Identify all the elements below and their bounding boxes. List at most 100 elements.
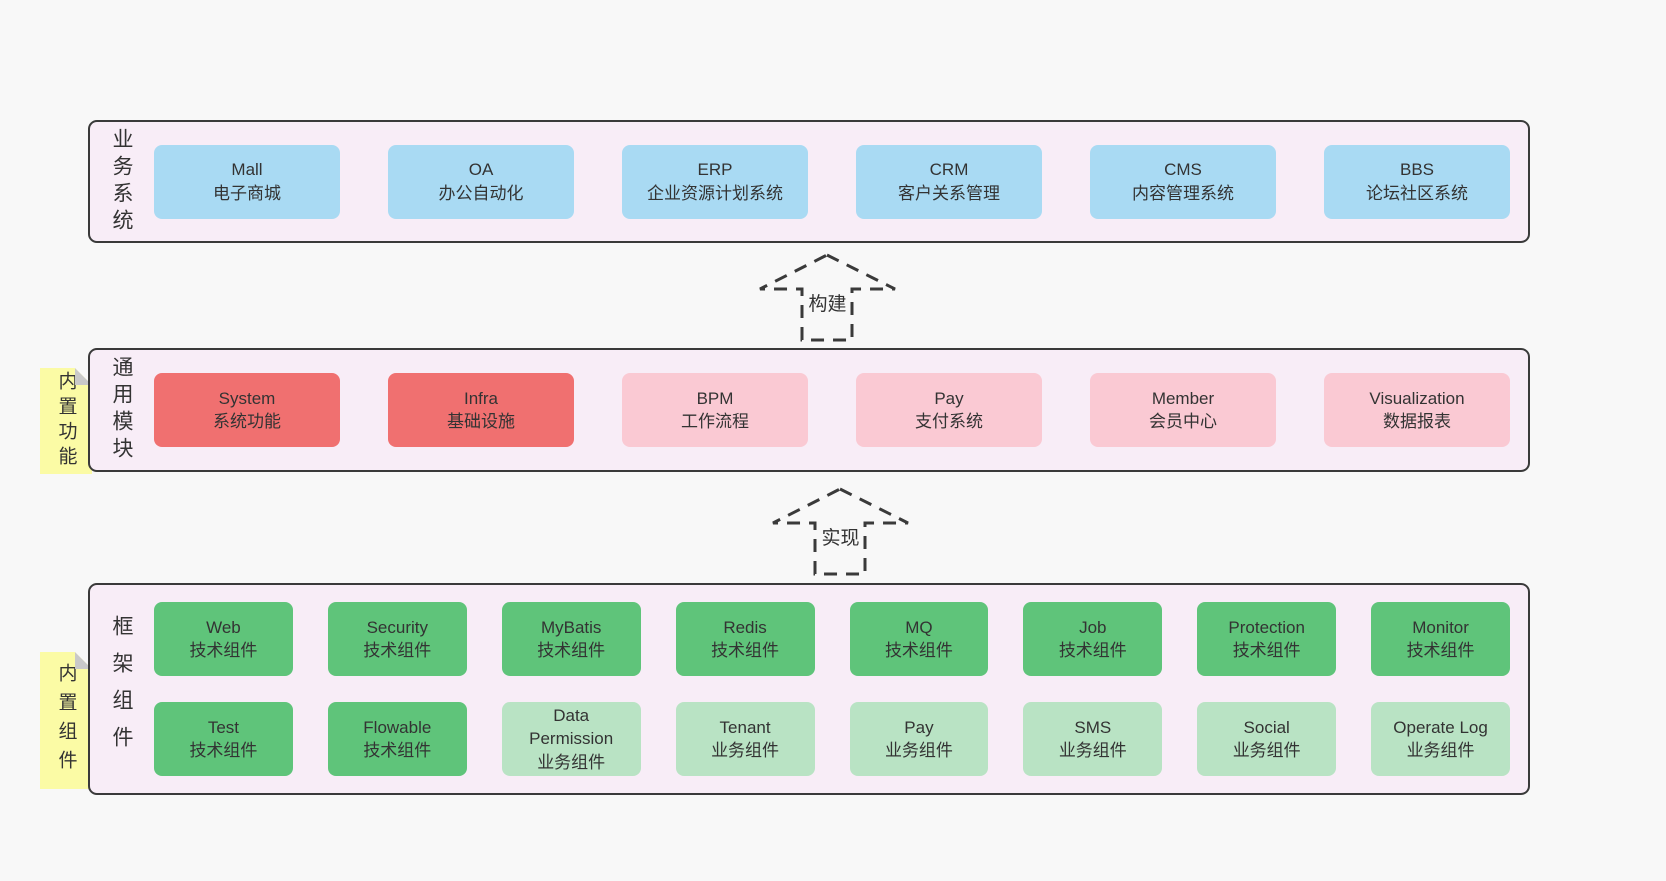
panel-framework-label: 框架组件 <box>110 615 133 763</box>
box-subtitle: 基础设施 <box>447 412 515 431</box>
box-title: Pay <box>904 717 934 737</box>
box-title: BPM <box>696 388 734 408</box>
box-pay-module: Pay 支付系统 <box>856 373 1042 447</box>
box-title: SMS <box>1074 717 1112 737</box>
panel-modules-label: 通用模块 <box>110 356 133 464</box>
box-subtitle: 论坛社区系统 <box>1366 183 1468 203</box>
box-title: Job <box>1079 617 1107 637</box>
box-protection: Protection 技术组件 <box>1197 602 1337 676</box>
box-subtitle: 技术组件 <box>537 641 606 660</box>
box-title: Tenant <box>719 717 771 737</box>
box-subtitle: 技术组件 <box>189 641 258 660</box>
box-title: System <box>218 388 276 408</box>
box-subtitle: 业务组件 <box>1058 741 1127 760</box>
box-title: OA <box>468 160 494 180</box>
box-security: Security 技术组件 <box>327 602 467 676</box>
panel-framework-components: 框架组件 Web 技术组件 Security 技术组件 MyBatis 技术组件… <box>88 583 1530 795</box>
box-web: Web 技术组件 <box>154 602 293 676</box>
box-bpm: BPM 工作流程 <box>622 373 808 447</box>
box-system: System 系统功能 <box>154 373 340 447</box>
box-subtitle: 工作流程 <box>681 412 749 431</box>
box-title: CMS <box>1164 160 1202 180</box>
box-subtitle: 内容管理系统 <box>1132 183 1234 203</box>
box-subtitle: 技术组件 <box>1406 641 1475 660</box>
box-title: Test <box>207 717 240 737</box>
note-text: 内置组件 <box>55 662 77 779</box>
panel-business-systems: 业务系统 Mall 电子商城 OA 办公自动化 ERP 企业资源计划系统 CRM… <box>88 120 1530 243</box>
box-subtitle: 电子商城 <box>213 183 281 203</box>
note-built-in-functions: 内置功能 <box>40 368 92 474</box>
box-title: MQ <box>905 617 933 637</box>
box-subtitle: 业务组件 <box>884 741 953 760</box>
box-redis: Redis 技术组件 <box>675 602 815 676</box>
box-subtitle: 业务组件 <box>1232 741 1301 760</box>
box-mybatis: MyBatis 技术组件 <box>501 602 641 676</box>
box-operate-log: Operate Log 业务组件 <box>1371 702 1510 776</box>
box-title: Mall <box>231 160 263 180</box>
box-subtitle: 技术组件 <box>189 741 258 760</box>
box-title: Operate Log <box>1393 717 1488 737</box>
build-arrow-label: 构建 <box>805 288 850 317</box>
box-subtitle: 技术组件 <box>884 641 953 660</box>
box-subtitle: 会员中心 <box>1149 412 1217 431</box>
box-subtitle: 技术组件 <box>363 741 432 760</box>
note-built-in-components: 内置组件 <box>40 652 92 789</box>
framework-boxes-grid: Web 技术组件 Security 技术组件 MyBatis 技术组件 Redi… <box>154 602 1510 776</box>
box-tenant: Tenant 业务组件 <box>675 702 815 776</box>
box-title: Data Permission <box>529 705 614 749</box>
box-subtitle: 技术组件 <box>1058 641 1127 660</box>
box-title: BBS <box>1399 160 1435 180</box>
box-subtitle: 客户关系管理 <box>898 183 1000 203</box>
box-subtitle: 业务组件 <box>711 741 780 760</box>
note-text: 内置功能 <box>55 371 77 471</box>
business-boxes-row: Mall 电子商城 OA 办公自动化 ERP 企业资源计划系统 CRM 客户关系… <box>154 144 1510 219</box>
implement-arrow: 实现 <box>768 486 913 578</box>
box-bbs: BBS 论坛社区系统 <box>1324 144 1510 219</box>
box-title: Protection <box>1228 617 1305 637</box>
box-data-permission: Data Permission 业务组件 <box>501 702 641 776</box>
box-title: Security <box>366 617 429 637</box>
box-test: Test 技术组件 <box>154 702 293 776</box>
implement-arrow-label: 实现 <box>818 522 863 551</box>
build-arrow: 构建 <box>755 252 900 344</box>
panel-common-modules: 通用模块 System 系统功能 Infra 基础设施 BPM 工作流程 Pay… <box>88 348 1530 472</box>
box-subtitle: 企业资源计划系统 <box>647 183 783 203</box>
box-social: Social 业务组件 <box>1197 702 1337 776</box>
box-title: Pay <box>934 388 964 408</box>
box-sms: SMS 业务组件 <box>1023 702 1163 776</box>
panel-business-label: 业务系统 <box>110 127 133 236</box>
box-title: Infra <box>463 388 499 408</box>
box-title: CRM <box>929 160 969 180</box>
box-title: Visualization <box>1369 388 1465 408</box>
box-subtitle: 系统功能 <box>213 412 281 431</box>
box-erp: ERP 企业资源计划系统 <box>622 144 808 219</box>
box-oa: OA 办公自动化 <box>388 144 574 219</box>
box-visualization: Visualization 数据报表 <box>1324 373 1510 447</box>
box-title: MyBatis <box>540 617 602 637</box>
box-title: Member <box>1151 388 1215 408</box>
box-subtitle: 技术组件 <box>711 641 780 660</box>
box-subtitle: 技术组件 <box>1232 641 1301 660</box>
box-mall: Mall 电子商城 <box>154 144 340 219</box>
box-pay-component: Pay 业务组件 <box>849 702 989 776</box>
box-monitor: Monitor 技术组件 <box>1371 602 1510 676</box>
box-subtitle: 业务组件 <box>537 752 606 772</box>
box-title: ERP <box>697 160 733 180</box>
box-title: Redis <box>723 617 767 637</box>
box-title: Social <box>1243 717 1290 737</box>
box-member: Member 会员中心 <box>1090 373 1276 447</box>
box-title: Monitor <box>1412 617 1469 637</box>
box-title: Web <box>206 617 241 637</box>
box-subtitle: 业务组件 <box>1406 741 1475 760</box>
box-subtitle: 数据报表 <box>1383 412 1451 431</box>
box-title: Flowable <box>363 717 432 737</box>
box-subtitle: 支付系统 <box>915 412 983 431</box>
box-job: Job 技术组件 <box>1023 602 1163 676</box>
box-subtitle: 办公自动化 <box>438 183 524 203</box>
box-crm: CRM 客户关系管理 <box>856 144 1042 219</box>
box-infra: Infra 基础设施 <box>388 373 574 447</box>
box-mq: MQ 技术组件 <box>849 602 989 676</box>
box-flowable: Flowable 技术组件 <box>327 702 467 776</box>
box-cms: CMS 内容管理系统 <box>1090 144 1276 219</box>
box-subtitle: 技术组件 <box>363 641 432 660</box>
